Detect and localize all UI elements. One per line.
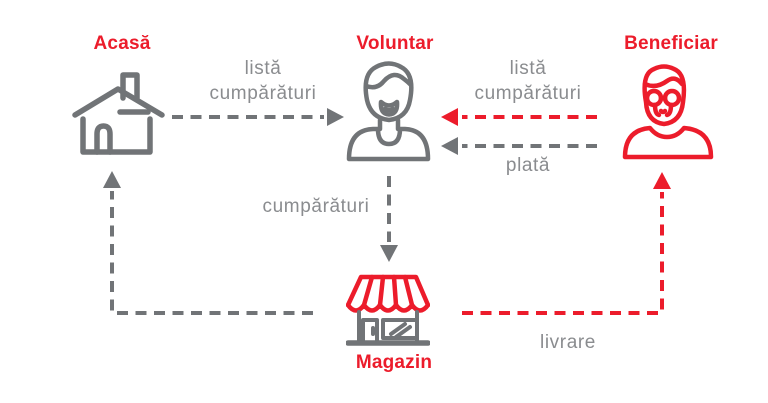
edge-label-lista-acasa-voluntar: listă cumpărături	[209, 58, 317, 104]
edge-plata-beneficiar-voluntar	[441, 137, 597, 155]
edge-cumparaturi-voluntar-magazin	[380, 176, 398, 262]
edge-livrare-magazin-beneficiar	[462, 172, 671, 315]
edge-lista-acasa-voluntar	[172, 108, 344, 126]
node-label-acasa: Acasă	[93, 33, 151, 54]
edge-label-livrare: livrare	[540, 332, 596, 353]
edge-label-cumparaturi: cumpărături	[262, 196, 370, 217]
edge-lista-beneficiar-voluntar	[441, 108, 597, 126]
node-label-voluntar: Voluntar	[356, 33, 434, 54]
volunteer-person-icon	[346, 61, 431, 162]
store-icon	[346, 274, 430, 346]
edge-label-plata: plată	[505, 155, 551, 176]
beneficiary-person-icon	[622, 64, 714, 160]
node-label-magazin: Magazin	[355, 352, 433, 373]
edge-magazin-acasa	[103, 171, 313, 315]
node-label-beneficiar: Beneficiar	[624, 33, 718, 54]
house-icon	[72, 72, 165, 155]
edge-label-lista-beneficiar-voluntar: listă cumpărături	[474, 58, 582, 104]
